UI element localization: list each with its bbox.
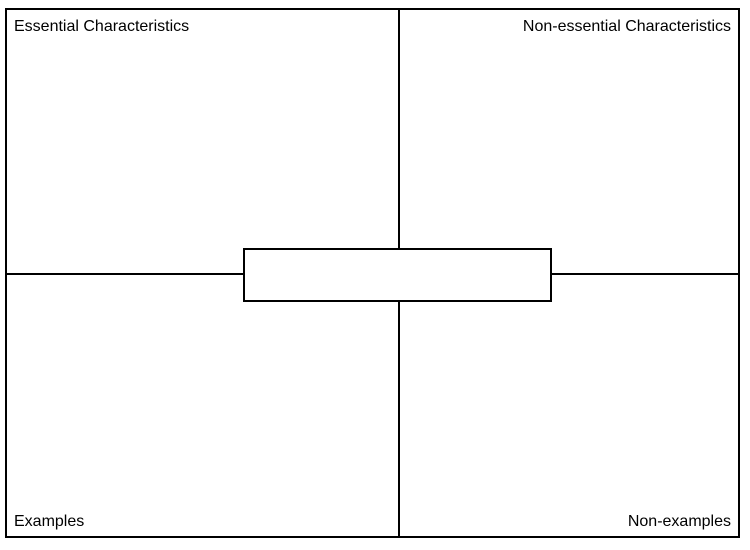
non-essential-characteristics-label: Non-essential Characteristics [522, 18, 731, 35]
center-term-box [243, 248, 552, 302]
essential-characteristics-label: Essential Characteristics [14, 18, 190, 35]
examples-label: Examples [14, 513, 85, 530]
frayer-model-diagram: Essential Characteristics Non-essential … [5, 8, 740, 538]
non-examples-label: Non-examples [627, 513, 731, 530]
